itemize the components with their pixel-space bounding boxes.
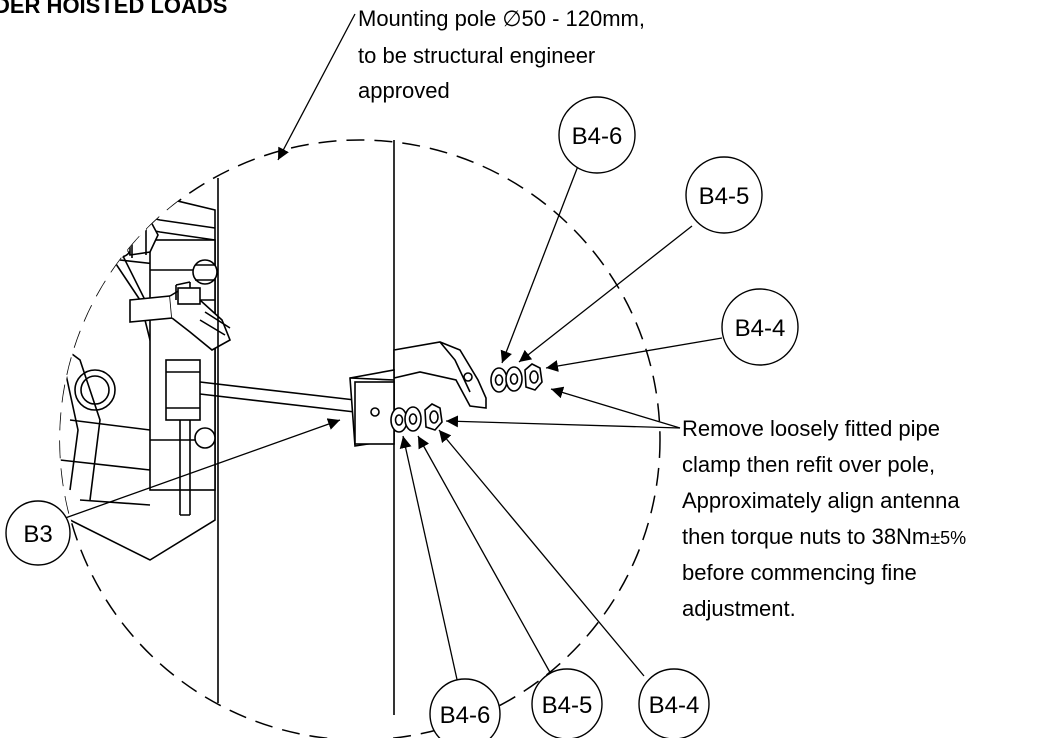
balloon-label: B4-5 (699, 183, 750, 210)
section-heading: DER HOISTED LOADS (0, 0, 228, 18)
torque-value: then torque nuts to 38Nm (682, 524, 931, 549)
balloon-label: B4-6 (572, 123, 623, 150)
back-fastener-stack (490, 363, 543, 393)
balloon-top-b4-4: B4-4 (721, 288, 799, 366)
front-fastener-stack (390, 403, 443, 433)
clamp-note-line-4: then torque nuts to 38Nm±5% (682, 524, 966, 551)
antenna-bracket-drawing (60, 179, 356, 561)
balloon-label: B4-6 (440, 702, 491, 729)
pole-note-line-1: Mounting pole ∅50 - 120mm, (358, 6, 645, 32)
pole-note-prefix: Mounting pole (358, 6, 503, 31)
clamp-note-line-1: Remove loosely fitted pipe (682, 416, 941, 441)
detail-view-circle (59, 139, 661, 738)
balloon-top-b4-6: B4-6 (558, 96, 636, 174)
clamp-note-line-2: clamp then refit over pole, (682, 452, 936, 477)
pole-note-line-2: to be structural engineer (358, 43, 596, 68)
clamp-note-line-5: before commencing fine (682, 560, 917, 585)
diameter-symbol: ∅ (502, 6, 522, 31)
balloon-b3: B3 (5, 500, 71, 566)
clamp-note-line-3: Approximately align antenna (682, 488, 960, 513)
pole-note-diameter-range: 50 - 120mm, (521, 6, 646, 31)
balloon-bottom-b4-6: B4-6 (429, 678, 501, 738)
balloon-top-b4-5: B4-5 (685, 156, 763, 234)
pole-note-line-3: approved (358, 78, 450, 103)
balloon-label: B4-4 (735, 315, 786, 342)
pipe-clamp (349, 341, 487, 447)
balloon-label: B4-4 (649, 692, 700, 719)
leader-lines (53, 13, 723, 685)
balloon-bottom-b4-5: B4-5 (531, 668, 603, 738)
clamp-note-line-6: adjustment. (682, 596, 796, 621)
torque-tolerance: ±5% (930, 528, 967, 548)
balloon-bottom-b4-4: B4-4 (638, 668, 710, 738)
balloon-label: B4-5 (542, 692, 593, 719)
balloon-label: B3 (23, 521, 52, 548)
